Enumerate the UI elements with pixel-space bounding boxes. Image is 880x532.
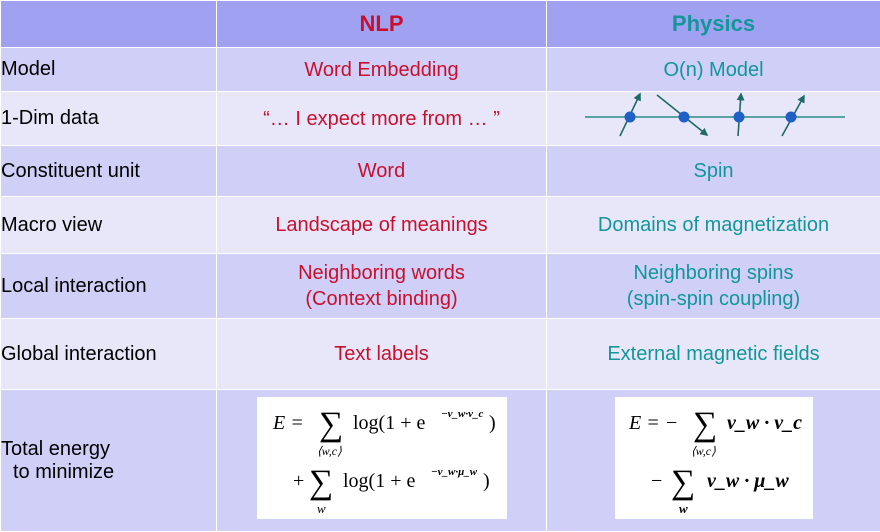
eq-lhs: E = [272,412,304,434]
header-corner [1,1,217,48]
nlp-equation-cell: E = ∑ ⟨w,c⟩ log(1 + e −v_w·v_c ) + ∑ w l… [217,390,547,532]
header-row: NLP Physics [1,1,880,48]
physics-cell: External magnetic fields [547,319,880,390]
nlp-cell: Word Embedding [217,48,547,92]
row-label: Total energy to minimize [1,390,217,532]
eq-lhs: + [293,470,304,492]
eq-close: ) [483,470,490,492]
eq-body: log(1 + e [343,470,415,492]
row-energy: Total energy to minimize E = ∑ ⟨w,c⟩ log… [1,390,880,532]
physics-cell: O(n) Model [547,48,880,92]
eq-lhs: − [651,470,662,492]
nlp-cell: Text labels [217,319,547,390]
spin-dot [624,112,635,123]
sum-symbol: ∑ [671,464,695,501]
eq-sum-sub: w [679,501,688,516]
row-label: 1-Dim data [1,92,217,146]
row-label-line: Total energy [1,438,216,461]
sum-symbol: ∑ [319,406,343,443]
spin-dot [785,112,796,123]
spin-chain-diagram [549,92,879,138]
sum-symbol: ∑ [693,406,717,443]
spin-dot [678,112,689,123]
nlp-line: Neighboring words [217,260,546,286]
row-label: Local interaction [1,254,217,319]
physics-equation-cell: E = − ∑ ⟨w,c⟩ v_w · v_c − ∑ w v_w · μ_w [547,390,880,532]
physics-energy-equation: E = − ∑ ⟨w,c⟩ v_w · v_c − ∑ w v_w · μ_w [615,397,813,519]
eq-body: v_w · v_c [727,412,802,434]
row-model: Model Word Embedding O(n) Model [1,48,880,92]
eq-sum-sub: w [317,501,326,516]
row-1dim: 1-Dim data “… I expect more from … ” [1,92,880,146]
eq-sum-sub: ⟨w,c⟩ [691,444,716,458]
row-macro: Macro view Landscape of meanings Domains… [1,197,880,254]
row-label: Global interaction [1,319,217,390]
row-unit: Constituent unit Word Spin [1,146,880,197]
spin-dot [733,112,744,123]
row-local: Local interaction Neighboring words (Con… [1,254,880,319]
physics-line: (spin-spin coupling) [547,286,880,312]
eq-exp: −v_w·μ_w [431,466,478,478]
eq-body: v_w · μ_w [707,470,789,492]
eq-exp: −v_w·v_c [441,408,484,420]
nlp-cell: “… I expect more from … ” [217,92,547,146]
physics-cell: Neighboring spins (spin-spin coupling) [547,254,880,319]
eq-close: ) [489,412,496,434]
nlp-cell: Neighboring words (Context binding) [217,254,547,319]
eq-sum-sub: ⟨w,c⟩ [317,444,342,458]
physics-cell: Domains of magnetization [547,197,880,254]
eq-body: log(1 + e [353,412,425,434]
row-label: Model [1,48,217,92]
row-label-line: to minimize [1,461,216,484]
spin-chain-cell [547,92,880,146]
row-label: Constituent unit [1,146,217,197]
row-global: Global interaction Text labels External … [1,319,880,390]
nlp-line: (Context binding) [217,286,546,312]
nlp-energy-equation: E = ∑ ⟨w,c⟩ log(1 + e −v_w·v_c ) + ∑ w l… [257,397,507,519]
physics-cell: Spin [547,146,880,197]
header-physics: Physics [547,1,880,48]
sum-symbol: ∑ [309,464,333,501]
physics-line: Neighboring spins [547,260,880,286]
eq-lhs: E = − [628,412,678,434]
header-nlp: NLP [217,1,547,48]
nlp-cell: Landscape of meanings [217,197,547,254]
nlp-cell: Word [217,146,547,197]
row-label: Macro view [1,197,217,254]
